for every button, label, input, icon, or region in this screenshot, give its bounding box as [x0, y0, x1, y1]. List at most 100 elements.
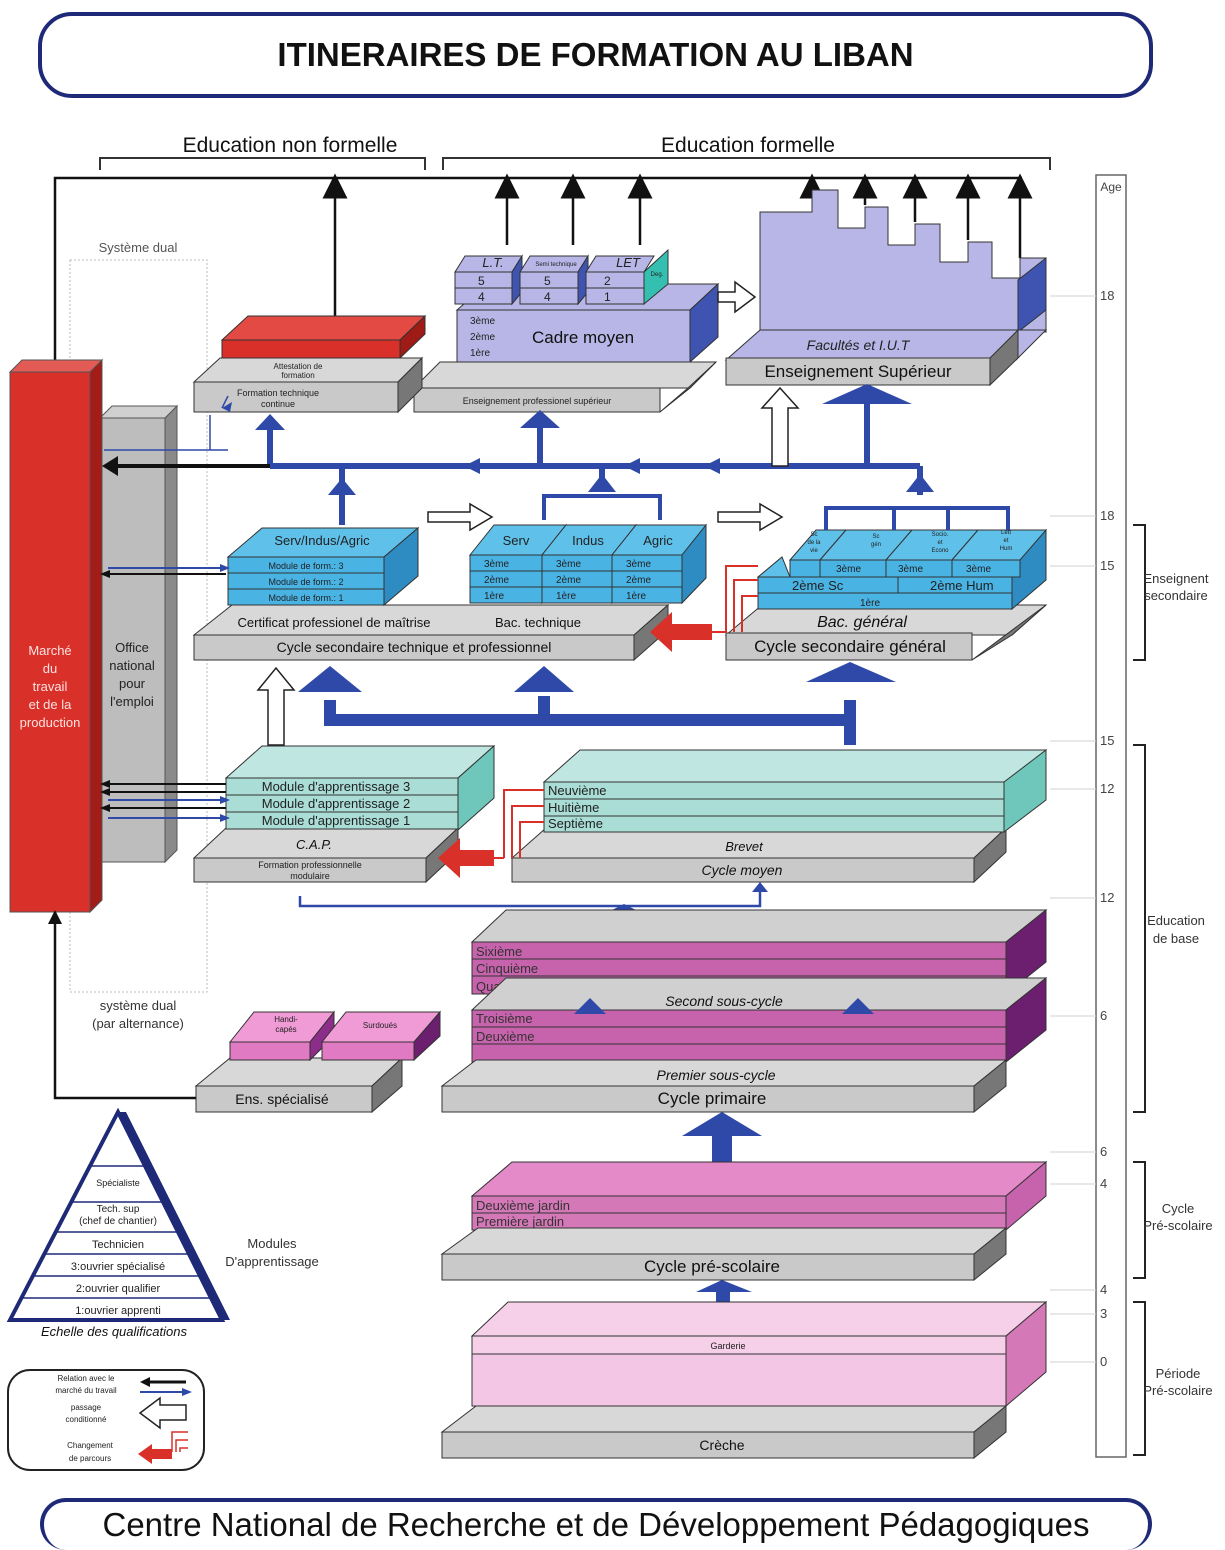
pyramid-right-edge	[118, 1112, 230, 1320]
huitieme-label: Huitième	[548, 800, 599, 815]
change-arrow-gen-tech	[650, 612, 712, 652]
g1-label: 1ère	[860, 598, 880, 609]
lt-stack	[454, 254, 523, 306]
bac-gen-years: 3ème 3ème 3ème	[836, 564, 991, 575]
blue-arrows-lower	[682, 1112, 762, 1302]
brevet-label: Brevet	[725, 839, 764, 854]
bracket-non-formelle	[99, 157, 426, 170]
ens-spec-label: Ens. spécialisé	[235, 1091, 329, 1107]
header-formelle: Education formelle	[661, 134, 835, 157]
market-arrowheads-middle	[100, 564, 230, 822]
troisieme-label: Troisième	[476, 1011, 533, 1026]
cycle-tech-label: Cycle secondaire technique et profession…	[277, 639, 552, 655]
svg-text:3ème: 3ème	[966, 564, 991, 575]
change-arrow-moyen-cap	[438, 838, 494, 878]
cycle-gen-side	[971, 604, 1047, 661]
attestation-front	[221, 339, 401, 359]
let-1: 1	[604, 290, 611, 304]
neuvieme-label: Neuvième	[548, 783, 607, 798]
age-tick: 3	[1100, 1306, 1107, 1321]
ens-pro-sup-top	[412, 361, 718, 389]
ens-spec-market-arrowhead	[48, 910, 62, 924]
office-side	[164, 404, 178, 864]
blue-feed-arrowheads	[298, 662, 896, 692]
legend-box	[7, 1369, 205, 1471]
pyramid-level: 2:ouvrier qualifier	[76, 1283, 161, 1295]
cap-label: C.A.P.	[296, 837, 332, 852]
ens-sup-label: Enseignement Supérieur	[764, 362, 951, 381]
svg-text:3ème: 3ème	[556, 559, 581, 570]
cycle-primaire-label: Cycle primaire	[658, 1089, 767, 1108]
age-tick: 0	[1100, 1354, 1107, 1369]
cycle-gen-plate	[725, 632, 973, 661]
agric-label: Agric	[643, 533, 673, 548]
pyramid-level: 1:ouvrier apprenti	[75, 1305, 161, 1317]
attestation-top	[220, 315, 427, 341]
age-tick: 12	[1100, 781, 1114, 796]
lt-4: 4	[478, 290, 485, 304]
ma2-label: Module d'apprentissage 2	[262, 796, 410, 811]
cinquieme-label: Cinquième	[476, 961, 538, 976]
age-tick: 18	[1100, 288, 1114, 303]
premier-sous-cycle: Premier sous-cycle	[656, 1067, 775, 1083]
blue-distribution-line	[267, 402, 923, 525]
indus-label: Indus	[572, 533, 604, 548]
bac-gen-label: Bac. général	[817, 614, 907, 631]
let-label: LET	[616, 255, 641, 270]
bac-tech-stacks	[468, 523, 708, 605]
marche-side	[89, 358, 103, 914]
sixieme-label: Sixième	[476, 944, 522, 959]
cycle-pre-label: Cycle pré-scolaire	[644, 1257, 780, 1276]
pyramid-level: Tech. sup(chef de chantier)	[79, 1204, 157, 1227]
blue-arrowheads-up	[255, 384, 934, 495]
marche-top	[8, 359, 104, 373]
bac-gen-stack	[756, 528, 1048, 611]
ftc-link-arrowhead	[222, 402, 232, 412]
age-label: Age	[1100, 180, 1122, 194]
office-top	[98, 405, 179, 419]
svg-text:2ème: 2ème	[556, 575, 581, 586]
stage-brackets	[1133, 524, 1146, 1456]
fpm-plate	[193, 857, 427, 883]
semi-4: 4	[544, 290, 551, 304]
blue-thin-arrowhead	[752, 882, 768, 892]
surdoues-block	[320, 1010, 442, 1062]
moyen-stack	[542, 748, 1048, 834]
ens-pro-sup-label: Enseignement professionel supérieur	[463, 396, 612, 406]
ens-spec-top	[194, 1057, 404, 1087]
passage-arrow-tech-gen	[717, 502, 784, 532]
office-pillar	[99, 417, 166, 863]
age-tick: 6	[1100, 1008, 1107, 1023]
cycle-moyen-plate	[511, 857, 975, 883]
cycle-gen-label: Cycle secondaire général	[754, 637, 946, 656]
septieme-label: Septième	[548, 816, 603, 831]
age-tick: 18	[1100, 508, 1114, 523]
blue-feed-secondary	[324, 700, 856, 745]
pyramid-caption: Echelle des qualifications	[41, 1324, 187, 1339]
svc-title: Serv/Indus/Agric	[274, 533, 370, 548]
age-tick: 6	[1100, 1144, 1107, 1159]
bac-tech-label: Bac. technique	[495, 615, 581, 630]
ma1-label: Module d'apprentissage 1	[262, 813, 410, 828]
lt-5: 5	[478, 274, 485, 288]
apprentissage-stack	[224, 744, 496, 832]
header-non-formelle: Education non formelle	[183, 134, 398, 157]
svg-text:1ère: 1ère	[484, 591, 504, 602]
page-title-text: ITINERAIRES DE FORMATION AU LIBAN	[277, 36, 914, 73]
let-2: 2	[604, 274, 611, 288]
marche-pillar	[9, 371, 91, 913]
semi-5: 5	[544, 274, 551, 288]
deuxieme-label: Deuxième	[476, 1029, 535, 1044]
ens-pro-sup-plate	[413, 387, 661, 413]
bac-gen-bracket	[824, 506, 1010, 530]
